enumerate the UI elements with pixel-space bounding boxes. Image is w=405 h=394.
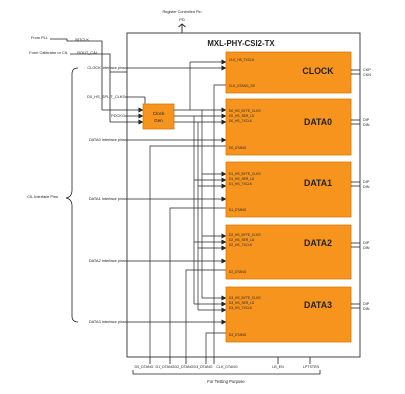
data2-block: D2_HS_BYTE_CLKS D2_HS_SER_LD D2_HS_TXCLK… xyxy=(225,224,352,280)
data2-sig-3: D2_DTANG xyxy=(229,270,247,274)
from-pll-label: From PLL xyxy=(31,35,49,40)
data0-sig-3: D0_DTANG xyxy=(229,146,247,150)
data1-title: DATA1 xyxy=(304,178,332,188)
d0p-label: DIP xyxy=(363,118,370,122)
data0-sig-0: D0_HS_BYTE_CLKS xyxy=(229,109,261,113)
data3-interface-pins-label: DATA3 interface pins xyxy=(89,319,125,324)
ckn-label: CKN xyxy=(363,73,371,77)
bottom-pin-1: D1_DTANG xyxy=(156,365,175,369)
pd-arrow-icon xyxy=(178,23,186,28)
bottom-pin-6: LPTSTEN xyxy=(303,365,320,369)
clock-title: CLOCK xyxy=(302,66,334,76)
data1-sig-1: D1_HS_SER_LD xyxy=(229,177,255,181)
bottom-pin-4: CLK_DTANG xyxy=(216,365,238,369)
data2-sig-1: D2_HS_SER_LD xyxy=(229,238,255,242)
d0n-label: DIN xyxy=(363,123,370,127)
clock-gen-block xyxy=(142,103,175,130)
data2-sig-2: D2_HS_TXCLK xyxy=(229,243,253,247)
data1-sig-0: D1_HS_BYTE_CLKS xyxy=(229,172,261,176)
d3n-label: DIN xyxy=(363,307,370,311)
bottom-pin-0: D0_DTANG xyxy=(135,365,154,369)
data2-interface-pins-label: DATA2 interface pins xyxy=(89,258,125,263)
clock-gen-line1: Clock xyxy=(153,111,165,116)
testing-bracket xyxy=(132,370,321,375)
d1n-label: DIN xyxy=(363,185,370,189)
data0-sig-1: D0_HS_SER_LD xyxy=(229,114,255,118)
d1p-label: DIP xyxy=(363,180,370,184)
data2-title: DATA2 xyxy=(304,238,332,248)
phy-container xyxy=(126,32,361,358)
pd-label: PD xyxy=(179,17,185,22)
d2n-label: DIN xyxy=(363,246,370,250)
data1-block: D1_HS_BYTE_CLKS D1_HS_SER_LD D1_HS_TXCLK… xyxy=(225,161,352,218)
data3-title: DATA3 xyxy=(304,300,332,310)
clock-interface-pins-label: CLOCK interface pins xyxy=(87,65,125,70)
data0-block: D0_HS_BYTE_CLKS D0_HS_SER_LD D0_HS_TXCLK… xyxy=(225,98,352,156)
clock-sig-0: CLK_HS_TXCLK xyxy=(229,58,255,62)
data3-sig-3: D3_DTANG xyxy=(229,333,247,337)
data3-block: D3_HS_BYTE_CLKS D3_HS_SER_LD D3_HS_TXCLK… xyxy=(225,286,352,343)
bus-lines xyxy=(149,59,227,357)
data2-sig-0: D2_HS_BYTE_CLKS xyxy=(229,233,261,237)
register-controlled-pin-label: Register Controlled Pin xyxy=(162,10,201,14)
d2p-label: DIP xyxy=(363,241,370,245)
bottom-pin-5: LB_EN xyxy=(272,365,284,369)
data0-sig-2: D0_HS_TXCLK xyxy=(229,119,253,123)
data1-interface-pins-label: DATA1 interface pins xyxy=(89,196,125,201)
testing-purpose-label: For Testing Purpose xyxy=(207,379,245,384)
clock-sig-1: CLK_DTANG_SS xyxy=(229,84,256,88)
data0-interface-pins-label: DATA0 interface pins xyxy=(89,137,125,142)
cil-brace xyxy=(65,67,79,323)
from-calibrator-label: From Calibrator or CIL xyxy=(29,50,69,55)
data0-title: DATA0 xyxy=(304,117,332,127)
phy-title: MXL-PHY-CSI2-TX xyxy=(207,39,275,48)
clock-block: CLK_HS_TXCLK CLK_DTANG_SS CLOCK xyxy=(225,51,352,94)
data3-sig-1: D3_HS_SER_LD xyxy=(229,301,255,305)
bottom-pin-2: D2_DTANG xyxy=(175,365,194,369)
ckp-label: CKP xyxy=(363,68,371,72)
data1-sig-2: D1_HS_TXCLK xyxy=(229,182,253,186)
clock-gen-line2: Gen xyxy=(154,118,163,123)
data1-sig-3: D1_DTANG xyxy=(229,208,247,212)
bottom-pin-3: D3_DTANG xyxy=(194,365,213,369)
bitclk-label: BITCLK xyxy=(75,37,89,42)
pdckg-label: PDCKG xyxy=(111,113,125,118)
d0-hs-split-clks-label: D0_HS_SPLIT_CLKS xyxy=(87,94,125,99)
bitclk-line xyxy=(50,38,103,70)
data3-sig-2: D3_HS_TXCLK xyxy=(229,306,253,310)
cil-interface-pins-label: CIL Interface Pins xyxy=(27,194,58,199)
rout-cal-label: ROUT_CAL xyxy=(77,50,99,55)
d3p-label: DIP xyxy=(363,302,370,306)
data3-sig-0: D3_HS_BYTE_CLKS xyxy=(229,296,261,300)
rout-cal-line xyxy=(70,53,127,73)
